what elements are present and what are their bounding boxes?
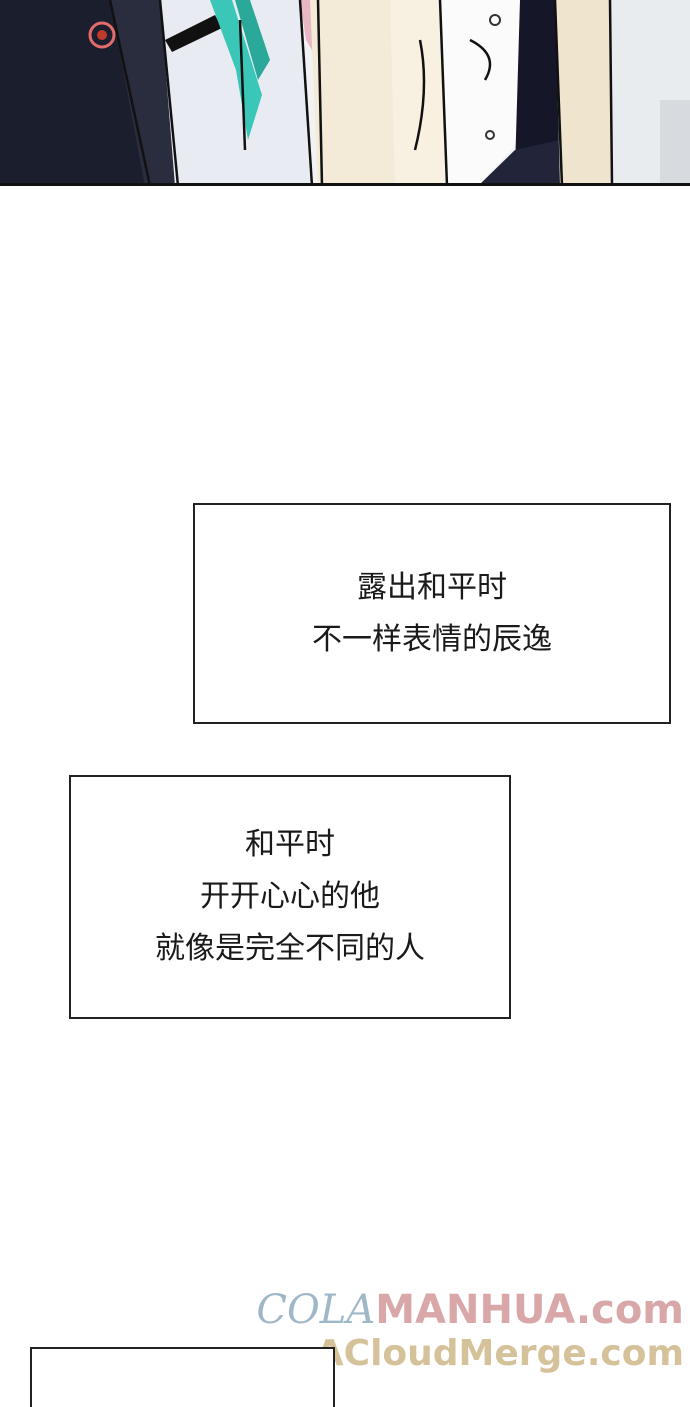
comic-panel-illustration [0,0,690,186]
caption-line: 就像是完全不同的人 [155,931,425,966]
caption-box: 露出和平时 不一样表情的辰逸 [193,503,671,724]
caption-line: 露出和平时 [357,569,507,605]
watermark-manhua: MANHUA [375,1287,576,1333]
caption-box-partial [30,1347,335,1407]
watermark-line-2: ACloudMerge.com [315,1333,684,1374]
characters-artwork [0,0,690,186]
watermark-line-1: COLAMANHUA.com [256,1288,684,1332]
caption-box: 和平时 开开心心的他 就像是完全不同的人 [69,775,511,1019]
caption-line: 开开心心的他 [200,879,380,914]
watermark-cola: COLA [256,1287,376,1333]
caption-line: 不一样表情的辰逸 [312,621,552,657]
watermark: COLAMANHUA.com ACloudMerge.com [256,1288,684,1376]
caption-line: 和平时 [245,827,335,862]
watermark-domain: .com [575,1287,684,1333]
